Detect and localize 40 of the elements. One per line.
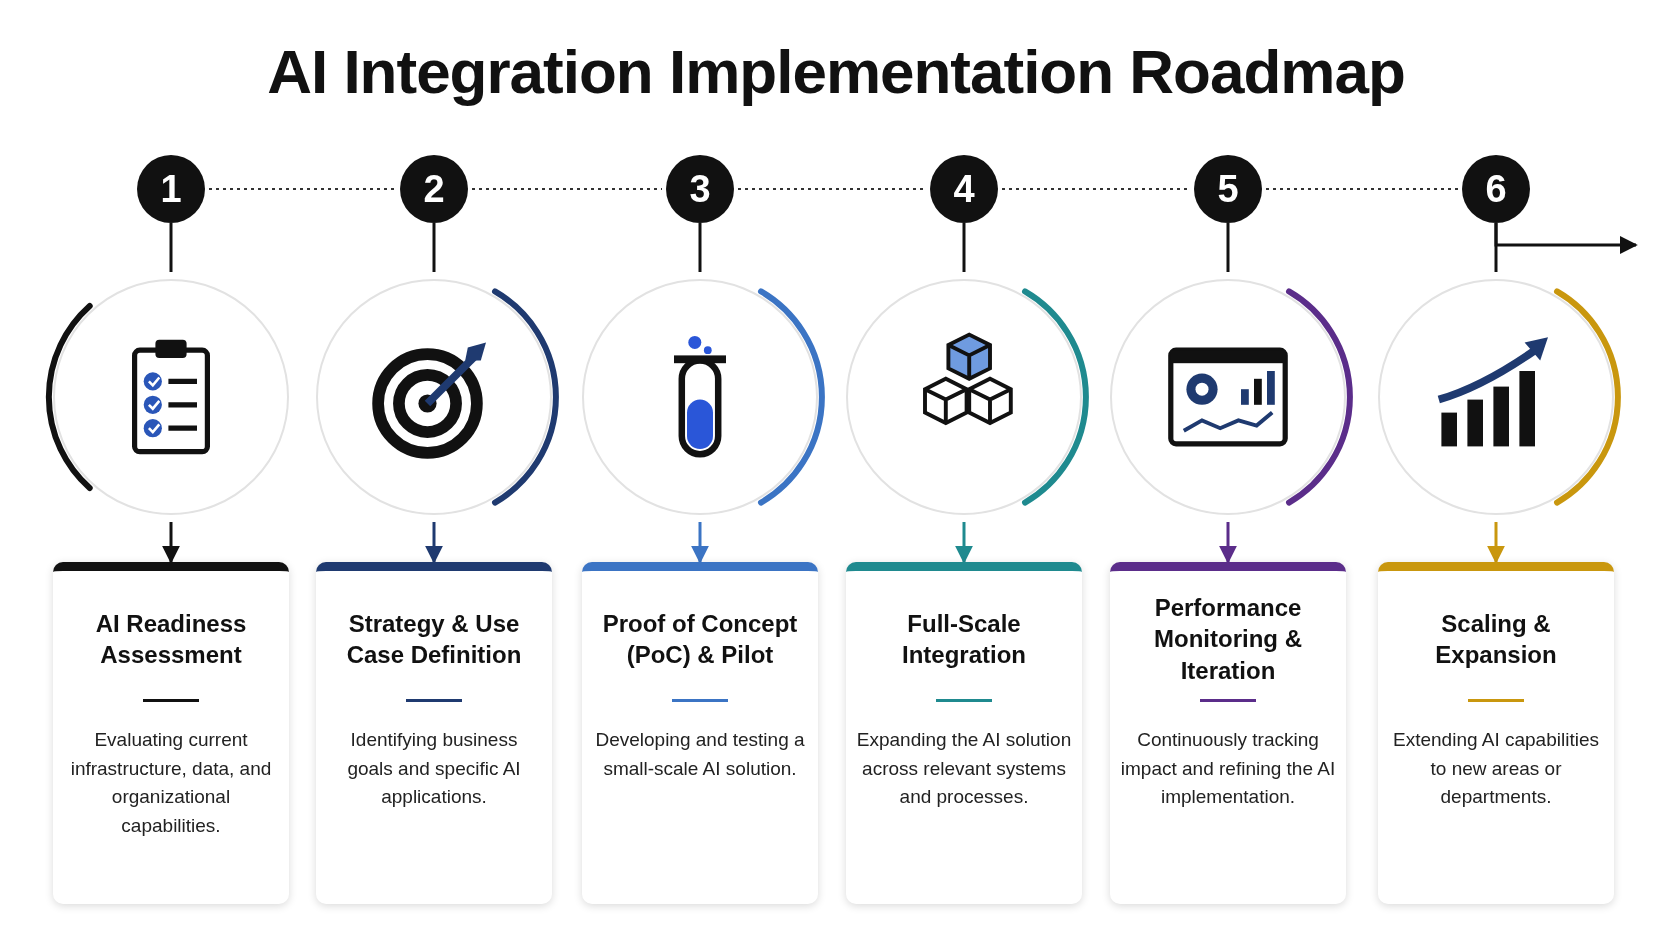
- step-card: [582, 562, 818, 904]
- arrow: [1219, 522, 1237, 564]
- card-title: Scaling & Expansion: [1434, 608, 1558, 670]
- card-description: Identifying business goals and specific AI applications.: [346, 728, 522, 809]
- step-card: [316, 562, 552, 904]
- card-title: AI Readiness Assessment: [94, 608, 248, 670]
- card-description: Continuously tracking impact and refining the AI implementation.: [1120, 728, 1336, 809]
- step-card: [1378, 562, 1614, 904]
- connector-line: [962, 223, 966, 272]
- arrow: [1487, 522, 1505, 564]
- connector-line: [432, 223, 436, 272]
- page-title: AI Integration Implementation Roadmap: [266, 36, 1406, 107]
- card-title: Strategy & Use Case Definition: [345, 608, 523, 670]
- arrow: [955, 522, 973, 564]
- step-number: 1: [137, 155, 205, 223]
- dotted-line: [1265, 188, 1459, 190]
- step-card: [846, 562, 1082, 904]
- step-number: 4: [930, 155, 998, 223]
- step-card: [1110, 562, 1346, 904]
- step-number: 6: [1462, 155, 1530, 223]
- card-title: Full-Scale Integration: [901, 608, 1027, 670]
- arrow: [162, 522, 180, 564]
- step-card: [53, 562, 289, 904]
- card-title: Performance Monitoring & Iteration: [1153, 593, 1303, 686]
- card-title: Proof of Concept (PoC) & Pilot: [601, 608, 799, 670]
- dotted-line: [471, 188, 663, 190]
- dotted-line: [208, 188, 397, 190]
- connector-line: [1226, 223, 1230, 272]
- arrow: [425, 522, 443, 564]
- card-description: Expanding the AI solution across relevant systems and processes.: [856, 728, 1072, 809]
- step-number: 2: [400, 155, 468, 223]
- arrow: [1494, 223, 1638, 254]
- card-description: Evaluating current infrastructure, data, and organizational capabilities.: [69, 728, 273, 838]
- step-number: 3: [666, 155, 734, 223]
- arrow: [691, 522, 709, 564]
- card-description: Extending AI capabilities to new areas or departments.: [1392, 728, 1600, 809]
- connector-line: [698, 223, 702, 272]
- connector-line: [169, 223, 173, 272]
- card-description: Developing and testing a small-scale AI solution.: [594, 728, 806, 781]
- step-number: 5: [1194, 155, 1262, 223]
